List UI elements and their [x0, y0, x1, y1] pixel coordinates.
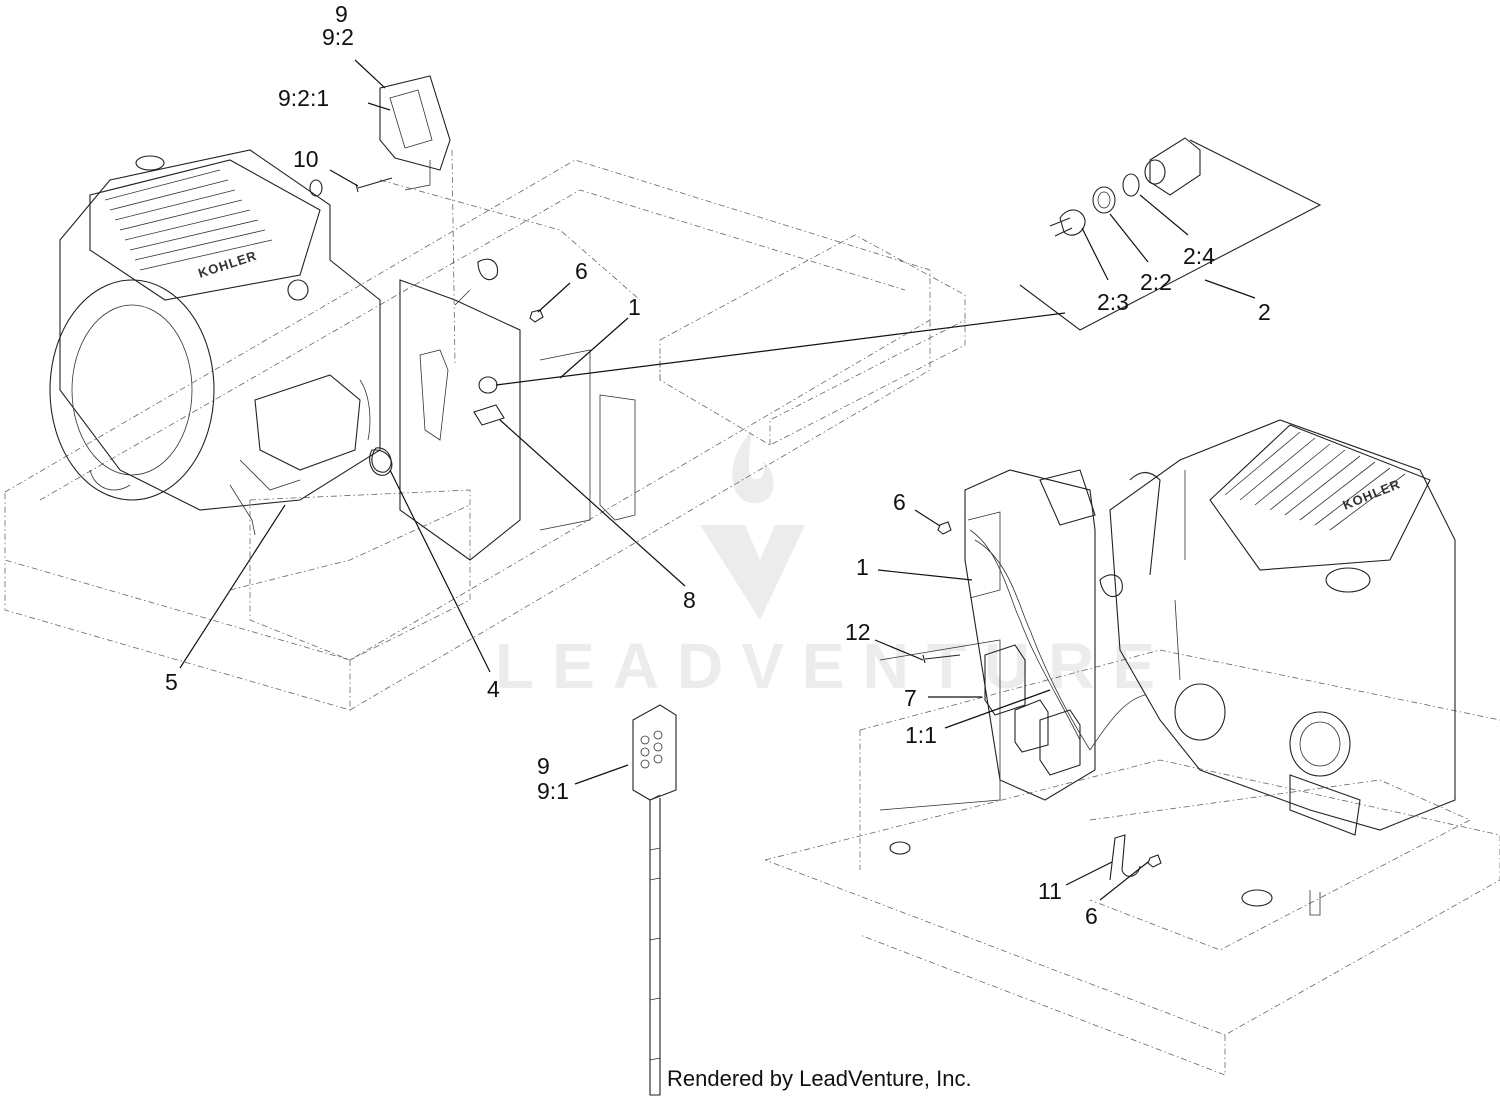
label-8: 8	[683, 587, 696, 613]
label-9-2-1: 9:2:1	[278, 85, 329, 111]
label-4: 4	[487, 676, 500, 702]
label-1-mid: 1	[856, 554, 869, 580]
right-engine: KOHLER	[1099, 419, 1456, 836]
label-9-bottom: 9	[537, 753, 550, 779]
label-2: 2	[1258, 299, 1271, 325]
indicator-8	[473, 404, 505, 426]
watermark-v-icon	[700, 525, 805, 620]
label-9-top: 9	[335, 1, 348, 27]
render-credit: Rendered by LeadVenture, Inc.	[667, 1066, 972, 1091]
right-frame	[764, 649, 1500, 1076]
remote-pendant	[632, 704, 677, 1096]
key-switch-bezel	[478, 376, 498, 394]
label-10: 10	[293, 146, 319, 172]
bolt-10	[355, 177, 393, 193]
ecu-module	[379, 75, 451, 171]
label-9-2: 9:2	[322, 24, 354, 50]
label-6-bottom: 6	[1085, 903, 1098, 929]
watermark: LEADVENTURE	[495, 430, 1173, 702]
left-panel	[399, 258, 636, 561]
label-5: 5	[165, 669, 178, 695]
label-1-1: 1:1	[905, 722, 937, 748]
relay-7	[984, 644, 1026, 716]
relay-1-1	[1039, 709, 1081, 776]
bolt-12	[922, 654, 961, 664]
ignition-switch-assembly	[1019, 137, 1322, 331]
leader-lines	[179, 59, 1256, 901]
label-7: 7	[904, 685, 917, 711]
engine-brand-left: KOHLER	[196, 248, 259, 281]
watermark-text: LEADVENTURE	[495, 630, 1173, 702]
clamp-11	[1109, 834, 1141, 881]
watermark-flame-icon	[732, 430, 774, 504]
label-9-1: 9:1	[537, 778, 569, 804]
nut-6-top	[529, 309, 544, 323]
left-engine: KOHLER	[49, 149, 393, 536]
left-frame	[4, 159, 966, 711]
label-2-3: 2:3	[1097, 289, 1129, 315]
nut-6-bottom	[1147, 854, 1162, 868]
right-panel	[879, 469, 1162, 881]
label-12: 12	[845, 619, 871, 645]
sensor-4	[371, 447, 392, 473]
part-labels: 9 9:2 9:2:1 10 6 1 2 2:2 2:3 2:4 5 4 8 6…	[165, 1, 1271, 929]
label-6-mid: 6	[893, 489, 906, 515]
label-1-top: 1	[628, 294, 641, 320]
nut-6-mid	[937, 521, 952, 535]
label-2-4: 2:4	[1183, 243, 1215, 269]
label-2-2: 2:2	[1140, 269, 1172, 295]
left-small-parts	[355, 75, 544, 473]
label-11: 11	[1038, 878, 1062, 904]
label-6-top: 6	[575, 258, 588, 284]
